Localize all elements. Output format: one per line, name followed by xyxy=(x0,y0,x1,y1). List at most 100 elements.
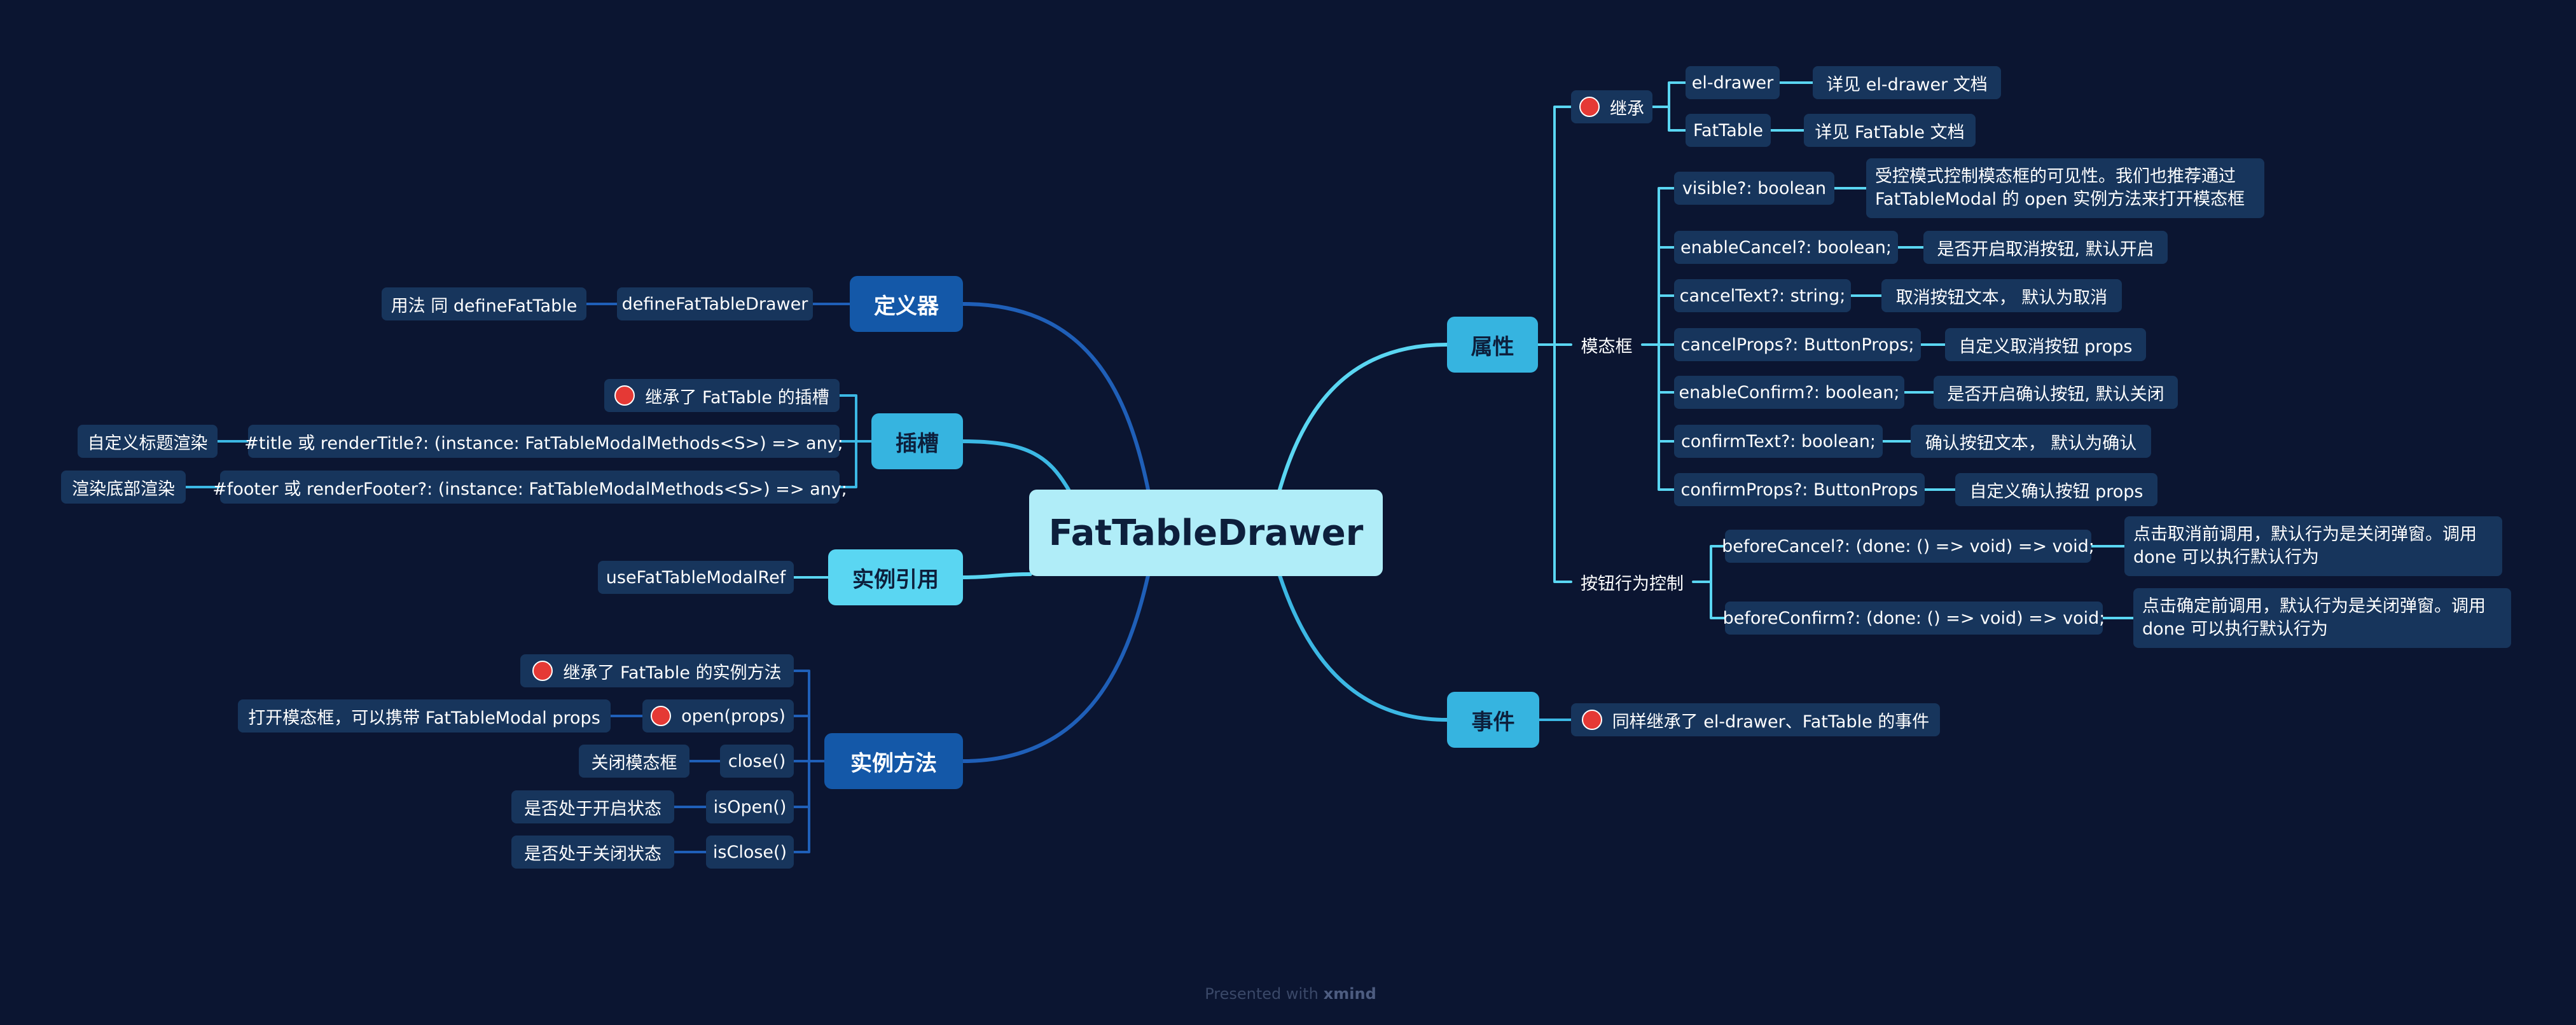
topic-props-label: 属性 xyxy=(1471,334,1514,360)
modal-item-enableconfirm[interactable]: enableConfirm?: boolean; xyxy=(1674,376,1904,409)
methods-item-open[interactable]: open(props) xyxy=(642,699,794,733)
methods-item-open-desc-label: 打开模态框，可以携带 FatTableModal props xyxy=(248,708,600,728)
buttons-item-beforeconfirm-label: beforeConfirm?: (done: () => void) => vo… xyxy=(1722,608,2105,628)
buttons-item-beforecancel-desc[interactable]: 点击取消前调用，默认行为是关闭弹窗。调用 done 可以执行默认行为 xyxy=(2124,516,2502,576)
methods-item-isopen[interactable]: isOpen() xyxy=(706,790,794,823)
modal-item-confirmprops-desc[interactable]: 自定义确认按钮 props xyxy=(1955,473,2157,506)
modal-item-canceltext-desc[interactable]: 取消按钮文本， 默认为取消 xyxy=(1881,279,2122,312)
presented-with-footer[interactable]: Presented with xmind xyxy=(1205,983,1376,1005)
modal-item-visible-desc-label: 受控模式控制模态框的可见性。我们也推荐通过 FatTableModal 的 op… xyxy=(1875,167,2245,209)
slots-item-footer-label: #footer 或 renderFooter?: (instance: FatT… xyxy=(212,479,847,499)
modal-item-confirmprops[interactable]: confirmProps?: ButtonProps xyxy=(1674,473,1925,506)
red-marker-icon xyxy=(1581,710,1602,730)
methods-inherit[interactable]: 继承了 FatTable 的实例方法 xyxy=(520,654,794,687)
topic-definer-label: 定义器 xyxy=(874,293,939,319)
topic-ref[interactable]: 实例引用 xyxy=(828,549,963,605)
modal-item-cancelprops[interactable]: cancelProps?: ButtonProps; xyxy=(1674,328,1921,361)
props-inherit-eldrawer-desc-label: 详见 el-drawer 文档 xyxy=(1826,74,1988,95)
props-inherit[interactable]: 继承 xyxy=(1571,90,1652,123)
methods-inherit-label: 继承了 FatTable 的实例方法 xyxy=(563,663,782,683)
definer-item-desc-label: 用法 同 defineFatTable xyxy=(391,296,578,316)
modal-item-enablecancel-label: enableCancel?: boolean; xyxy=(1680,237,1892,258)
modal-item-confirmtext[interactable]: confirmText?: boolean; xyxy=(1674,425,1883,458)
props-inherit-fattable[interactable]: FatTable xyxy=(1686,114,1771,147)
methods-item-close[interactable]: close() xyxy=(720,745,794,778)
modal-item-cancelprops-desc-label: 自定义取消按钮 props xyxy=(1958,336,2133,357)
props-modal-label: 模态框 xyxy=(1581,336,1633,357)
modal-item-visible-desc[interactable]: 受控模式控制模态框的可见性。我们也推荐通过 FatTableModal 的 op… xyxy=(1866,158,2264,218)
props-inherit-eldrawer-desc[interactable]: 详见 el-drawer 文档 xyxy=(1813,66,2001,99)
connector-root-ref xyxy=(961,572,1032,579)
topic-events-label: 事件 xyxy=(1471,709,1515,735)
modal-item-confirmtext-label: confirmText?: boolean; xyxy=(1680,431,1876,451)
modal-item-visible[interactable]: visible?: boolean xyxy=(1674,172,1834,205)
methods-item-isopen-label: isOpen() xyxy=(713,797,787,817)
methods-item-isopen-desc[interactable]: 是否处于开启状态 xyxy=(511,790,674,823)
modal-item-cancelprops-desc[interactable]: 自定义取消按钮 props xyxy=(1945,328,2146,361)
ref-item-label: useFatTableModalRef xyxy=(606,567,786,588)
props-buttons-label: 按钮行为控制 xyxy=(1581,574,1684,594)
slots-item-footer-desc-label: 渲染底部渲染 xyxy=(72,479,175,499)
slots-inherit-label: 继承了 FatTable 的插槽 xyxy=(645,387,829,408)
props-inherit-label: 继承 xyxy=(1610,99,1644,119)
red-marker-icon xyxy=(532,661,553,681)
modal-item-confirmprops-desc-label: 自定义确认按钮 props xyxy=(1969,481,2143,502)
modal-item-canceltext[interactable]: cancelText?: string; xyxy=(1674,279,1851,312)
definer-item[interactable]: defineFatTableDrawer xyxy=(617,287,813,320)
definer-item-label: defineFatTableDrawer xyxy=(621,294,808,314)
props-modal[interactable]: 模态框 xyxy=(1571,328,1642,361)
topic-slots[interactable]: 插槽 xyxy=(871,413,963,469)
props-inherit-eldrawer-label: el-drawer xyxy=(1691,72,1774,93)
modal-item-enablecancel[interactable]: enableCancel?: boolean; xyxy=(1674,231,1898,264)
props-buttons[interactable]: 按钮行为控制 xyxy=(1571,565,1693,598)
slots-item-footer-desc[interactable]: 渲染底部渲染 xyxy=(61,471,186,504)
methods-item-isclose[interactable]: isClose() xyxy=(706,836,794,869)
modal-item-enableconfirm-desc[interactable]: 是否开启确认按钮, 默认关闭 xyxy=(1934,376,2178,409)
xmind-brand: xmind xyxy=(1323,985,1376,1003)
connector-slots-bracket xyxy=(838,394,873,488)
connector-props-bracket xyxy=(1537,106,1572,583)
ref-item[interactable]: useFatTableModalRef xyxy=(598,561,794,594)
modal-item-canceltext-label: cancelText?: string; xyxy=(1679,285,1846,306)
modal-item-enablecancel-desc-label: 是否开启取消按钮, 默认开启 xyxy=(1937,239,2154,259)
connector-buttons-bracket xyxy=(1692,545,1726,619)
definer-item-desc[interactable]: 用法 同 defineFatTable xyxy=(382,287,586,320)
topic-props[interactable]: 属性 xyxy=(1447,317,1538,373)
connector-root-methods xyxy=(961,574,1150,763)
methods-item-isopen-desc-label: 是否处于开启状态 xyxy=(524,799,661,819)
modal-item-enablecancel-desc[interactable]: 是否开启取消按钮, 默认开启 xyxy=(1923,231,2168,264)
props-inherit-fattable-desc-label: 详见 FatTable 文档 xyxy=(1815,122,1965,142)
methods-item-close-desc[interactable]: 关闭模态框 xyxy=(579,745,689,778)
slots-item-title-desc[interactable]: 自定义标题渲染 xyxy=(78,425,218,458)
props-inherit-fattable-label: FatTable xyxy=(1693,120,1763,141)
methods-item-isclose-desc[interactable]: 是否处于关闭状态 xyxy=(511,836,674,869)
topic-ref-label: 实例引用 xyxy=(852,567,939,593)
props-inherit-eldrawer[interactable]: el-drawer xyxy=(1686,66,1780,99)
topic-definer[interactable]: 定义器 xyxy=(850,276,963,332)
buttons-item-beforeconfirm[interactable]: beforeConfirm?: (done: () => void) => vo… xyxy=(1722,602,2105,635)
events-item[interactable]: 同样继承了 el-drawer、FatTable 的事件 xyxy=(1571,703,1940,736)
buttons-item-beforeconfirm-desc[interactable]: 点击确定前调用，默认行为是关闭弹窗。调用 done 可以执行默认行为 xyxy=(2133,588,2511,648)
props-inherit-fattable-desc[interactable]: 详见 FatTable 文档 xyxy=(1804,114,1976,147)
slots-item-title-desc-label: 自定义标题渲染 xyxy=(87,433,208,453)
connector-inherit-bracket xyxy=(1651,81,1687,132)
slots-item-footer[interactable]: #footer 或 renderFooter?: (instance: FatT… xyxy=(212,471,847,504)
modal-item-confirmtext-desc[interactable]: 确认按钮文本， 默认为确认 xyxy=(1911,425,2151,458)
topic-methods[interactable]: 实例方法 xyxy=(824,733,963,789)
slots-inherit[interactable]: 继承了 FatTable 的插槽 xyxy=(604,379,840,412)
root-topic[interactable]: FatTableDrawer xyxy=(1029,490,1383,576)
topic-slots-label: 插槽 xyxy=(896,430,939,457)
root-topic-label: FatTableDrawer xyxy=(1048,512,1364,554)
modal-item-confirmtext-desc-label: 确认按钮文本， 默认为确认 xyxy=(1925,433,2137,453)
buttons-item-beforecancel[interactable]: beforeCancel?: (done: () => void) => voi… xyxy=(1722,530,2095,563)
buttons-item-beforeconfirm-desc-label: 点击确定前调用，默认行为是关闭弹窗。调用 done 可以执行默认行为 xyxy=(2142,596,2486,639)
slots-item-title[interactable]: #title 或 renderTitle?: (instance: FatTab… xyxy=(244,425,843,458)
methods-item-close-desc-label: 关闭模态框 xyxy=(591,753,677,773)
modal-item-confirmprops-label: confirmProps?: ButtonProps xyxy=(1680,479,1918,500)
topic-events[interactable]: 事件 xyxy=(1447,692,1539,748)
connector-modal-bracket xyxy=(1641,187,1675,491)
buttons-item-beforecancel-label: beforeCancel?: (done: () => void) => voi… xyxy=(1722,536,2095,556)
methods-item-open-desc[interactable]: 打开模态框，可以携带 FatTableModal props xyxy=(238,699,611,733)
